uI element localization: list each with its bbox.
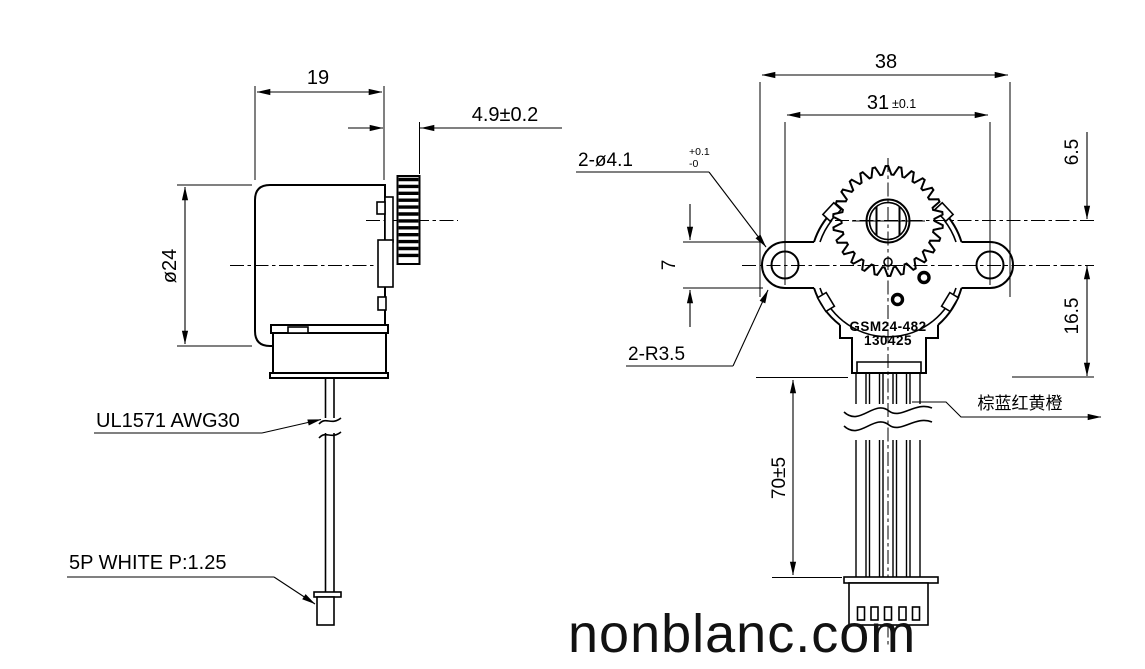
terminal-housing-side: [269, 324, 389, 379]
dim-31-label: 31: [867, 92, 889, 114]
wire-break-mark: [318, 417, 342, 425]
connector-spec-callout: 5P WHITE P:1.25: [67, 552, 316, 605]
ear-radius-callout: 2-R3.5: [626, 289, 769, 367]
dim-7-label: 7: [659, 260, 680, 271]
dim-31: 31 ±0.1: [786, 92, 989, 119]
dim-4.9: 4.9±0.2: [348, 104, 562, 174]
motor-body-side: [254, 184, 386, 347]
wire-spec-label: UL1571 AWG30: [96, 410, 240, 432]
rivet-hole: [890, 292, 905, 307]
dim-6.5-label: 6.5: [1062, 139, 1083, 165]
model-number: GSM24-482: [849, 319, 926, 334]
connector-front: [843, 576, 939, 626]
wire-spec-callout: UL1571 AWG30: [94, 410, 322, 434]
bundle-break-mark: [843, 419, 933, 432]
wire-lines: [855, 373, 921, 577]
bundle-break-mark: [843, 405, 933, 418]
pinion-gear-side: [396, 175, 421, 265]
front-view: GSM24-482 130425 38: [576, 51, 1102, 645]
pinion-teeth-stripes: [398, 177, 419, 258]
dim-4.9-label: 4.9±0.2: [472, 104, 539, 126]
dim-dia24: ø24: [159, 184, 252, 347]
wire-color-callout: 棕蓝红黄橙: [912, 394, 1102, 421]
dim-70-label: 70±5: [769, 457, 790, 499]
hole-tol-lower: -0: [689, 158, 698, 170]
watermark-text: nonblanc.com: [568, 604, 916, 664]
body-clip-tabs: [816, 201, 960, 313]
dim-dia24-label: ø24: [159, 249, 181, 283]
connector-spec-label: 5P WHITE P:1.25: [69, 552, 226, 574]
face-plate-details: [376, 196, 394, 311]
lead-wire-bundle: [843, 373, 933, 577]
dim-31-tolerance: ±0.1: [892, 97, 916, 111]
lead-wire-side: [318, 378, 342, 592]
hole-callout: 2-ø4.1 +0.1 -0: [576, 146, 767, 248]
dim-38-label: 38: [875, 51, 897, 73]
side-view: 19 4.9±0.2 ø24 UL1571 AWG30 5P WHITE P:1…: [67, 67, 562, 626]
dim-38: 38: [761, 51, 1009, 79]
wire-break-mark: [318, 431, 342, 439]
dim-19-label: 19: [307, 67, 329, 89]
hole-tol-upper: +0.1: [689, 146, 710, 158]
connector-side: [313, 591, 342, 626]
hole-callout-label: 2-ø4.1: [578, 150, 633, 171]
rivet-hole: [917, 270, 931, 285]
dim-6.5: 6.5: [1062, 132, 1091, 220]
dim-7: 7: [659, 204, 763, 327]
dim-16.5: 16.5: [1012, 265, 1094, 378]
wire-exit-neck: [839, 325, 939, 374]
dim-70: 70±5: [756, 377, 848, 578]
dim-19: 19: [254, 67, 385, 180]
wire-color-label: 棕蓝红黄橙: [978, 394, 1063, 414]
dim-16.5-label: 16.5: [1062, 298, 1083, 335]
ear-radius-label: 2-R3.5: [628, 344, 685, 365]
